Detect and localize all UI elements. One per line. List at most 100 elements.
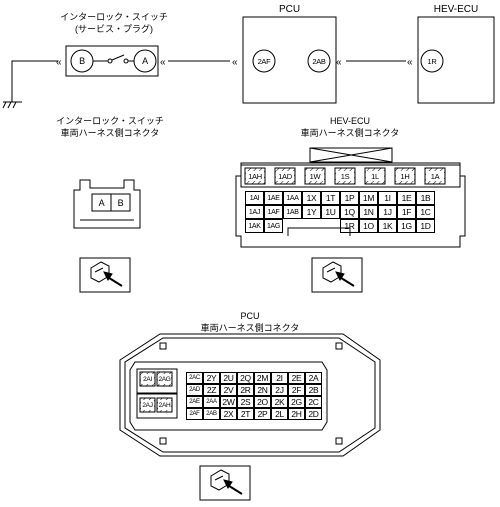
connector-pin: 2N (254, 384, 271, 396)
connector-pin: 2F (288, 384, 305, 396)
connector-pin: 2AH (158, 400, 171, 410)
pcu-box: « « (232, 16, 342, 104)
connector-pin: 1A (426, 171, 444, 181)
svg-text:«: « (336, 57, 342, 68)
view-direction-icon (311, 257, 363, 293)
connector-pin: 1W (306, 171, 324, 181)
view-direction-icon (79, 257, 131, 293)
connector-pin: 1F (397, 205, 416, 219)
pcu-pin-2af: 2AF (257, 56, 271, 66)
connector-pin: 1AI (245, 191, 264, 205)
pcu-title: PCU (278, 4, 301, 15)
connector-pin: 2AD (186, 384, 203, 396)
connector-pin: 1E (397, 191, 416, 205)
connector-pin: 2L (271, 408, 288, 420)
svg-text:«: « (56, 57, 62, 68)
connector-pin: 1O (359, 219, 378, 233)
connector-pin: 1C (416, 205, 435, 219)
connector-pin: 2D (305, 408, 322, 420)
connector-pin: 1AD (276, 171, 294, 181)
connector-pin: 1B (416, 191, 435, 205)
svg-text:«: « (160, 57, 166, 68)
hev-pin-1r: 1R (427, 56, 437, 66)
connector-pin: 2E (288, 372, 305, 384)
interlock-switch: « « (56, 45, 166, 77)
connector-pin: 1I (378, 191, 397, 205)
connector-pin: 1AF (264, 205, 283, 219)
interlock-connector-pin: A (98, 198, 105, 208)
connector-pin: 2AI (141, 374, 154, 384)
connector-pin: 1J (378, 205, 397, 219)
interlock-connector (73, 179, 141, 229)
hev-title: HEV-ECU (433, 4, 479, 15)
view-direction-icon (199, 465, 251, 501)
connector-pin: 1AJ (245, 205, 264, 219)
connector-pin: 1P (340, 191, 359, 205)
connector-pin: 1AK (245, 219, 264, 233)
svg-text:«: « (407, 57, 413, 68)
connector-pin: 2AE (186, 396, 203, 408)
connector-pin: 2P (254, 408, 271, 420)
pcu-pin-2ab: 2AB (312, 56, 326, 66)
connector-pin: 1T (321, 191, 340, 205)
connector-pin: 1H (396, 171, 414, 181)
connector-pin: 2M (254, 372, 271, 384)
connector-pin: 1X (302, 191, 321, 205)
interlock-title: インターロック・スイッチ (60, 12, 168, 22)
connector-pin: 2V (220, 384, 237, 396)
connector-pin: 2X (220, 408, 237, 420)
connector-pin: 2C (305, 396, 322, 408)
connector-pin: 1Y (302, 205, 321, 219)
connector-pin: 2A (305, 372, 322, 384)
connector-pin: 1Q (340, 205, 359, 219)
connector-pin: 1AB (283, 205, 302, 219)
connector-pin: 1AH (246, 171, 264, 181)
connector-pin: 1R (340, 219, 359, 233)
connector-pin: 2AJ (141, 400, 154, 410)
connector-pin: 1D (416, 219, 435, 233)
interlock-subtitle: (サービス・プラグ) (75, 24, 153, 34)
connector-pin: 2B (305, 384, 322, 396)
connector-pin: 1AE (264, 191, 283, 205)
pcu-connector-caption-2: 車両ハーネス側コネクタ (200, 323, 300, 333)
interlock-connector-caption-2: 車両ハーネス側コネクタ (60, 128, 160, 138)
interlock-pin-a: A (142, 56, 148, 66)
connector-pin: 1G (397, 219, 416, 233)
connector-pin: 2G (288, 396, 305, 408)
hev-connector-caption-2: 車両ハーネス側コネクタ (300, 128, 400, 138)
pcu-connector (119, 333, 381, 457)
connector-pin: 1U (321, 205, 340, 219)
hev-connector-caption: HEV-ECU (329, 116, 370, 126)
connector-pin: 2AF (186, 408, 203, 420)
connector-pin: 2T (237, 408, 254, 420)
connector-pin: 1S (336, 171, 354, 181)
connector-pin: 2AG (158, 374, 171, 384)
connector-pin: 1AA (283, 191, 302, 205)
interlock-connector-pin: B (117, 198, 124, 208)
connector-pin: 2O (254, 396, 271, 408)
connector-pin: 1K (378, 219, 397, 233)
connector-pin: 2S (237, 396, 254, 408)
connector-pin: 2I (271, 372, 288, 384)
connector-pin: 2J (271, 384, 288, 396)
connector-pin: 2K (271, 396, 288, 408)
pcu-connector-caption: PCU (240, 311, 260, 321)
connector-pin: 2R (237, 384, 254, 396)
connector-pin: 2W (220, 396, 237, 408)
svg-text:«: « (232, 57, 238, 68)
connector-pin: 2U (220, 372, 237, 384)
interlock-pin-b: B (79, 56, 85, 66)
hev-ecu-box: « (407, 16, 495, 104)
connector-pin: 2AA (203, 396, 220, 408)
interlock-connector-caption: インターロック・スイッチ (56, 116, 164, 126)
ground-symbol (2, 60, 58, 109)
connector-pin: 2H (288, 408, 305, 420)
connector-pin: 1L (366, 171, 384, 181)
hev-connector (235, 147, 466, 248)
connector-pin: 2Z (203, 384, 220, 396)
connector-pin: 1N (359, 205, 378, 219)
connector-pin: 1AG (264, 219, 283, 233)
connector-pin: 2Q (237, 372, 254, 384)
connector-pin: 2AC (186, 372, 203, 384)
